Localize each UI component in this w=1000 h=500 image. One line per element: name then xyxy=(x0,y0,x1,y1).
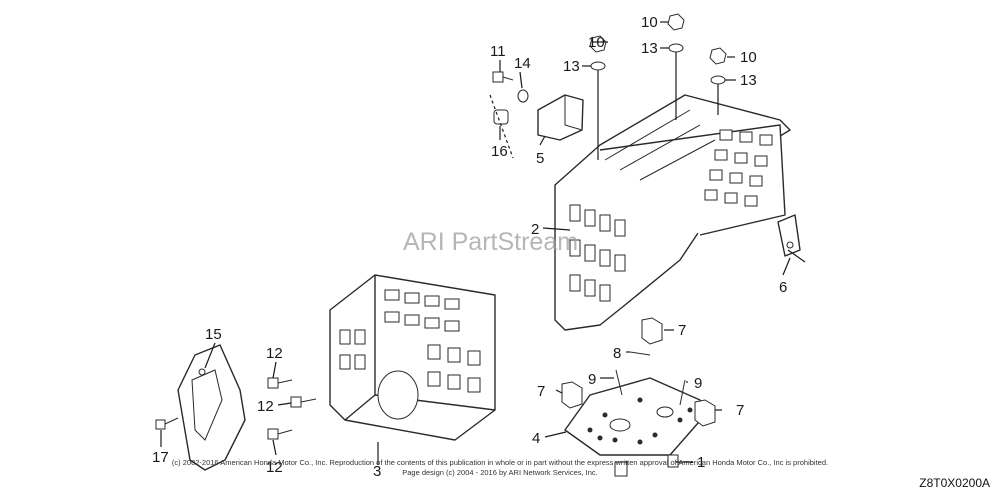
callout-7-c: 7 xyxy=(736,402,744,419)
callout-2: 2 xyxy=(531,221,539,238)
callout-14: 14 xyxy=(514,55,531,72)
hardware-parts xyxy=(155,13,727,477)
callout-labels: 11 14 16 5 10 13 10 13 10 13 2 6 7 8 9 9… xyxy=(152,14,787,480)
frame-part-2 xyxy=(554,94,791,331)
side-cover-part-15 xyxy=(177,344,246,471)
callout-11: 11 xyxy=(490,43,506,60)
callout-1: 1 xyxy=(697,454,705,471)
copyright-notice: (c) 2002-2016 American Honda Motor Co., … xyxy=(0,458,1000,478)
copyright-line-1: (c) 2002-2016 American Honda Motor Co., … xyxy=(171,458,829,467)
callout-13-c: 13 xyxy=(740,72,757,89)
callout-12-b: 12 xyxy=(257,398,274,415)
callout-15: 15 xyxy=(205,326,222,343)
callout-12-a: 12 xyxy=(266,345,283,362)
base-plate-part-4 xyxy=(564,377,706,456)
callout-10-a: 10 xyxy=(588,34,605,51)
callout-13-a: 13 xyxy=(563,58,580,75)
callout-9-a: 9 xyxy=(588,371,596,388)
callout-10-b: 10 xyxy=(641,14,658,31)
watermark: ARI PartStream xyxy=(403,228,579,256)
callout-7-b: 7 xyxy=(537,383,545,400)
copyright-line-2: Page design (c) 2004 - 2016 by ARI Netwo… xyxy=(402,468,598,477)
callout-13-b: 13 xyxy=(641,40,658,57)
callout-17: 17 xyxy=(152,449,169,466)
figure-code: Z8T0X0200A xyxy=(919,476,990,490)
callout-12-c: 12 xyxy=(266,459,283,476)
callout-5: 5 xyxy=(536,150,544,167)
callout-7-a: 7 xyxy=(678,322,686,339)
leader-lines xyxy=(160,21,806,465)
callout-8: 8 xyxy=(613,345,621,362)
bracket-part-6 xyxy=(777,214,801,257)
callout-6: 6 xyxy=(779,279,787,296)
shroud-part-3 xyxy=(329,274,496,441)
callout-16: 16 xyxy=(491,143,508,160)
callout-10-c: 10 xyxy=(740,49,757,66)
callout-3: 3 xyxy=(373,463,381,480)
callout-9-b: 9 xyxy=(694,375,702,392)
bracket-part-5 xyxy=(537,94,584,141)
callout-4: 4 xyxy=(532,430,540,447)
